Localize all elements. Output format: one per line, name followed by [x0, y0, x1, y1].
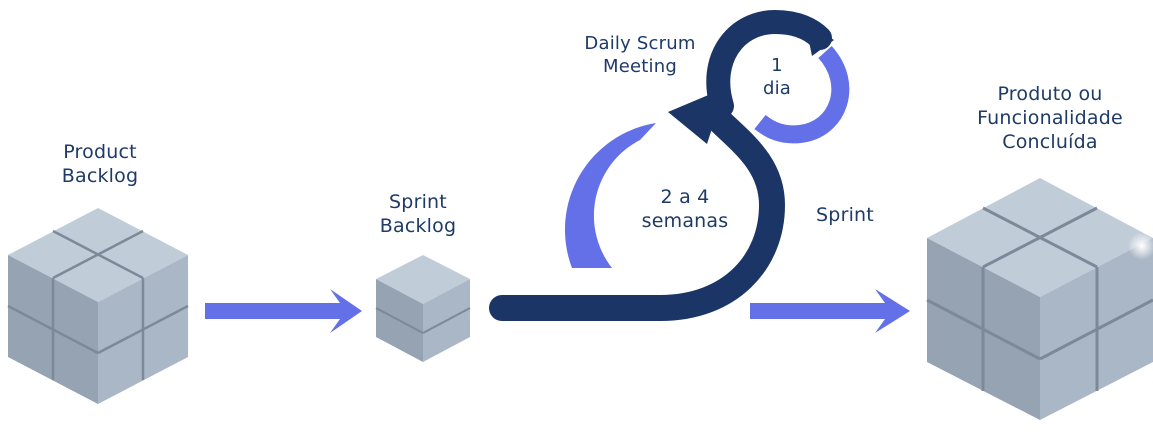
product-backlog-line-2: Backlog: [61, 165, 139, 187]
duration-line-2: semanas: [641, 210, 729, 232]
one-day-line-2: dia: [762, 78, 792, 99]
arrow-to-sprint-backlog: [205, 289, 362, 333]
sprint-label: Sprint: [800, 203, 890, 227]
sprint-loop-path: [489, 101, 785, 321]
daily-loop-arrowhead: [805, 22, 834, 56]
sprint-backlog-line-1: Sprint: [389, 191, 447, 213]
product-backlog-cube: [7, 208, 189, 404]
one-day-label: 1 dia: [752, 54, 802, 100]
daily-scrum-line-2: Meeting: [603, 56, 677, 77]
duration-line-1: 2 a 4: [660, 186, 710, 208]
daily-scrum-label: Daily Scrum Meeting: [565, 32, 715, 78]
daily-scrum-line-1: Daily Scrum: [584, 33, 696, 54]
sprint-line: Sprint: [816, 204, 874, 226]
finished-product-line-2: Funcionalidade: [977, 107, 1123, 129]
sprint-backlog-line-2: Backlog: [379, 215, 457, 237]
arrow-to-finished-product: [750, 289, 910, 333]
finished-product-line-3: Concluída: [1002, 131, 1098, 153]
sprint-backlog-cube: [375, 255, 471, 362]
product-backlog-line-1: Product: [63, 141, 137, 163]
sprint-backlog-label: Sprint Backlog: [358, 190, 478, 238]
finished-product-line-1: Produto ou: [997, 83, 1103, 105]
one-day-line-1: 1: [771, 55, 783, 76]
sprint-cycle-arc: [564, 123, 656, 268]
product-backlog-label: Product Backlog: [40, 140, 160, 188]
finished-product-cube: [926, 178, 1153, 420]
duration-label: 2 a 4 semanas: [620, 185, 750, 233]
daily-return-arc: [754, 45, 850, 144]
finished-product-label: Produto ou Funcionalidade Concluída: [960, 82, 1140, 154]
